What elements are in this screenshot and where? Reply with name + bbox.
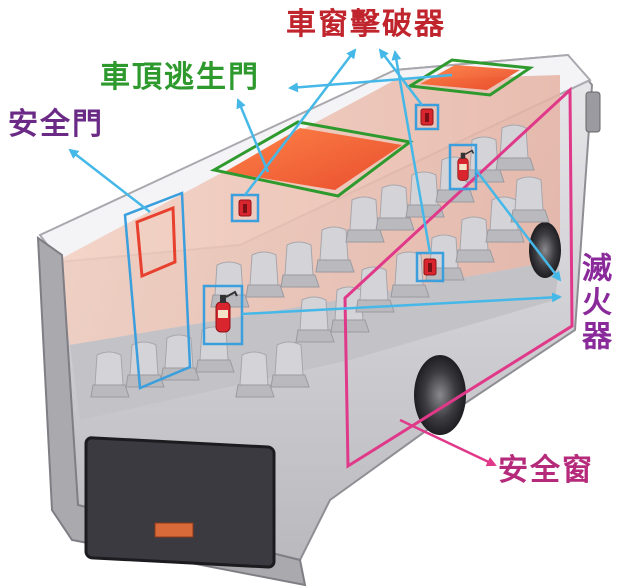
safety-window-frame: [343, 86, 574, 469]
label-fire-extinguisher: 滅火器: [576, 252, 611, 354]
bus-mirror: [585, 91, 601, 133]
leader-arrows: [68, 48, 562, 316]
label-safety-door: 安全門: [8, 107, 104, 142]
fire-extinguisher-icon: [202, 284, 244, 346]
label-window-breaker: 車窗擊破器: [286, 7, 446, 42]
bus-license-plate: [154, 522, 194, 538]
window-breaker-hammer-icon: [414, 103, 440, 131]
wheel-front: [529, 222, 561, 278]
label-safety-window: 安全窗: [498, 453, 594, 488]
safety-door: [123, 191, 192, 390]
roof-hatch-front: [405, 58, 535, 97]
bus-rear-face: [36, 235, 307, 587]
wheel-rear: [414, 355, 466, 435]
safety-window-arrow: [399, 418, 497, 467]
bus-rear-glass: [84, 436, 276, 569]
fire-extinguisher-icon: [448, 143, 478, 191]
label-roof-hatch: 車頂逃生門: [100, 60, 260, 95]
